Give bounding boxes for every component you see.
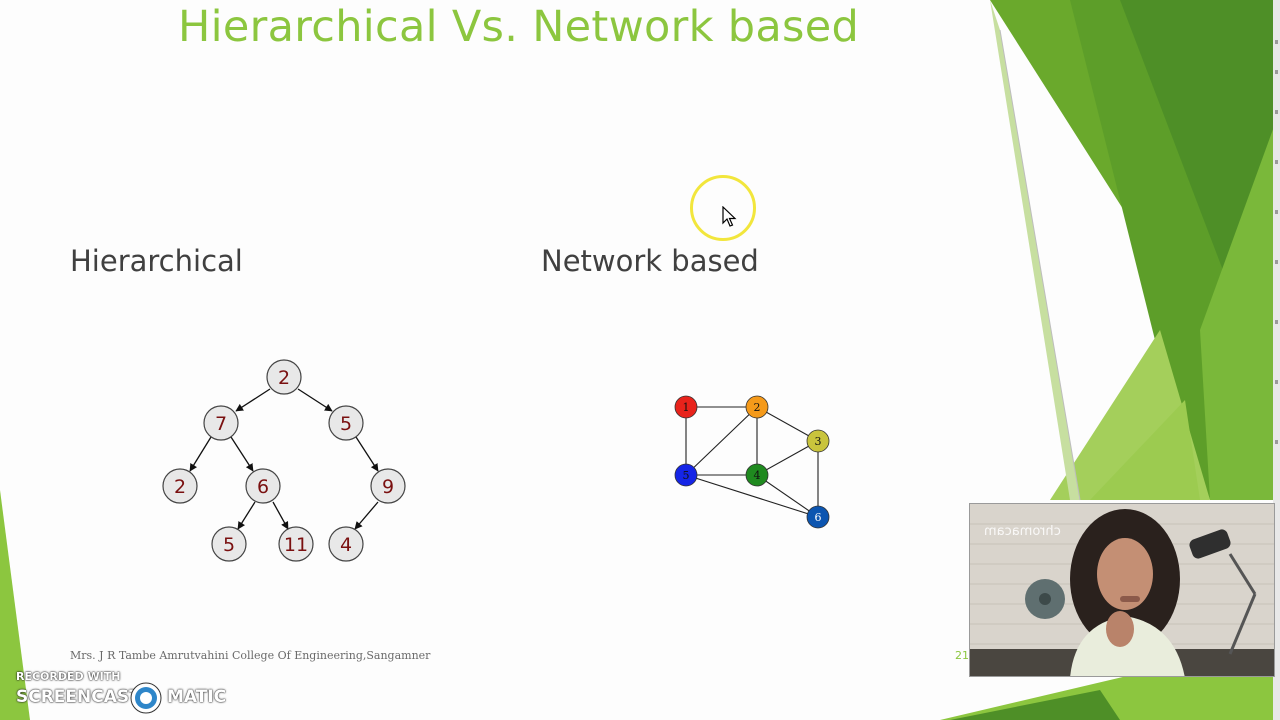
scrollbar[interactable] (1273, 0, 1280, 720)
svg-text:5: 5 (223, 534, 235, 556)
tree-node: 2 (266, 359, 302, 395)
svg-text:6: 6 (815, 511, 822, 524)
svg-text:5: 5 (683, 469, 690, 482)
screencast-logo-icon (130, 682, 162, 714)
svg-text:7: 7 (215, 413, 227, 435)
svg-text:6: 6 (257, 476, 269, 498)
scroll-tick (1275, 260, 1278, 264)
scroll-tick (1275, 160, 1278, 164)
scroll-tick (1275, 440, 1278, 444)
network-node: 5 (674, 463, 698, 487)
watermark-recorded-with: RECORDED WITH (16, 670, 121, 683)
scroll-tick (1275, 320, 1278, 324)
page-number: 21 (955, 649, 969, 662)
slide-footer: Mrs. J R Tambe Amrutvahini College Of En… (70, 649, 431, 662)
network-node: 2 (745, 395, 769, 419)
scroll-tick (1275, 110, 1278, 114)
tree-node: 6 (245, 468, 281, 504)
scroll-tick (1275, 380, 1278, 384)
svg-text:3: 3 (815, 435, 822, 448)
scroll-tick (1275, 70, 1278, 74)
svg-text:11: 11 (284, 534, 308, 556)
cursor-highlight (690, 175, 756, 241)
network-edges (685, 406, 819, 518)
scroll-tick (1275, 210, 1278, 214)
network-heading: Network based (541, 244, 759, 278)
svg-text:2: 2 (754, 401, 761, 414)
watermark-screencast: SCREENCAST (16, 687, 141, 707)
tree-node: 4 (328, 526, 364, 562)
svg-text:4: 4 (340, 534, 352, 556)
svg-text:9: 9 (382, 476, 394, 498)
slide-title: Hierarchical Vs. Network based (178, 2, 860, 52)
cursor-icon (722, 206, 737, 227)
network-node: 3 (806, 429, 830, 453)
watermark-matic: MATIC (167, 687, 227, 707)
tree-node: 5 (328, 405, 364, 441)
tree-node: 7 (203, 405, 239, 441)
tree-node: 9 (370, 468, 406, 504)
tree-node: 5 (211, 526, 247, 562)
hierarchical-heading: Hierarchical (70, 244, 243, 278)
scroll-tick (1275, 40, 1278, 44)
tree-node: 11 (278, 526, 314, 562)
webcam-overlay[interactable]: chromacam (969, 503, 1275, 677)
webcam-scene (970, 504, 1274, 676)
network-node: 6 (806, 505, 830, 529)
svg-text:5: 5 (340, 413, 352, 435)
tree-node: 2 (162, 468, 198, 504)
svg-text:2: 2 (278, 367, 290, 389)
tree-edges (189, 388, 379, 530)
svg-text:1: 1 (683, 401, 690, 414)
svg-text:2: 2 (174, 476, 186, 498)
svg-text:4: 4 (754, 469, 761, 482)
network-node: 1 (674, 395, 698, 419)
network-node: 4 (745, 463, 769, 487)
chromacam-icon: chromacam (984, 524, 1061, 539)
